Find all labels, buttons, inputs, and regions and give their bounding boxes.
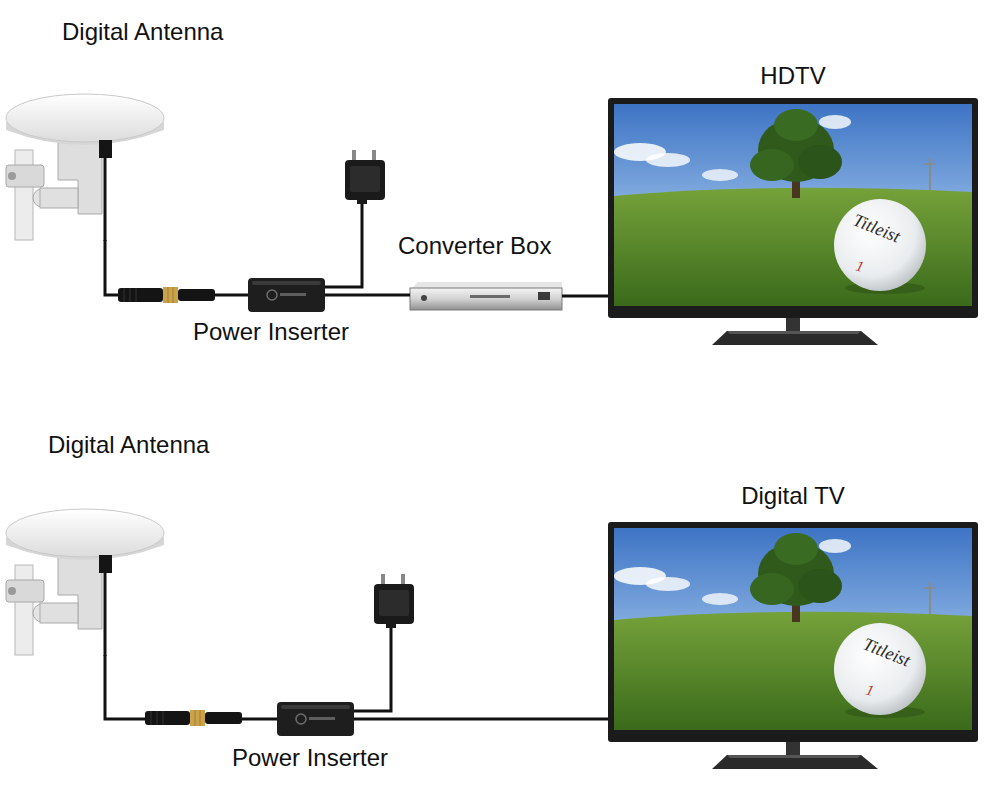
device-label: Converter Box xyxy=(398,232,551,260)
power-inserter: Power Inserter xyxy=(248,278,325,312)
device-label: Digital TV xyxy=(741,482,845,510)
device-label: Digital Antenna xyxy=(62,18,223,46)
device-label: HDTV xyxy=(760,62,825,90)
coax-cable xyxy=(354,718,608,721)
coax-cable xyxy=(325,294,410,297)
tv-set: HDTV xyxy=(608,98,978,345)
coax-cable xyxy=(562,295,608,298)
coax-cable xyxy=(105,240,248,295)
device-label: Digital Antenna xyxy=(48,431,209,459)
device-label: Power Inserter xyxy=(232,744,388,772)
device-label: Power Inserter xyxy=(193,318,349,346)
power-inserter: Power Inserter xyxy=(277,702,354,736)
tv-set: Digital TV xyxy=(608,522,978,770)
coax-cable xyxy=(105,655,277,719)
converter-box: Converter Box xyxy=(410,282,562,310)
antenna: Digital Antenna xyxy=(5,510,165,655)
antenna: Digital Antenna xyxy=(5,95,165,240)
